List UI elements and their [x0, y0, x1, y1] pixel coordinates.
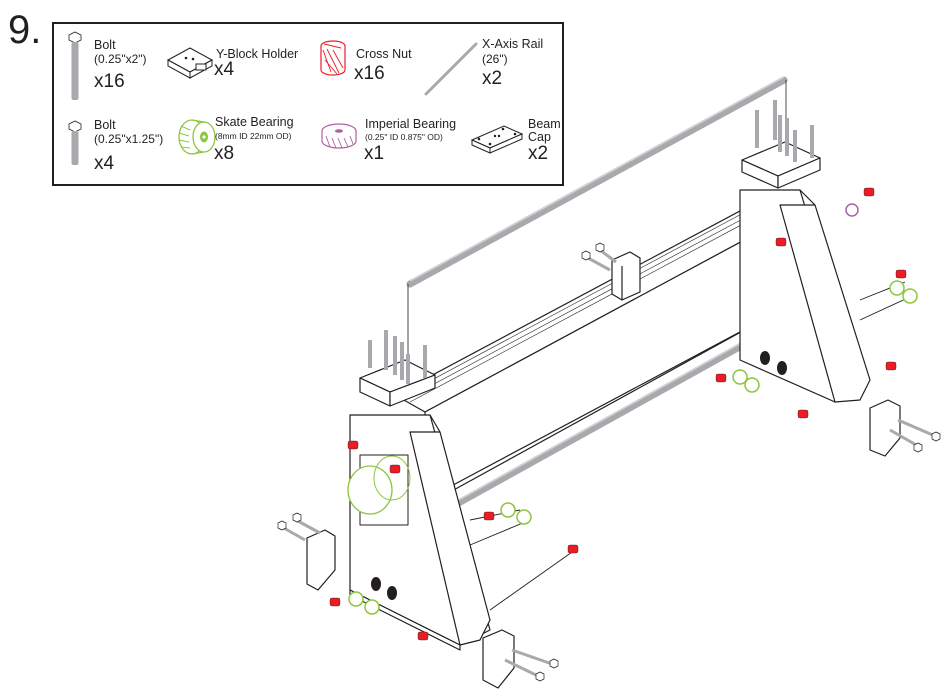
bolts-right-cap — [755, 100, 814, 162]
cross-nut — [797, 409, 809, 419]
cross-nut — [329, 597, 341, 607]
cross-nut — [885, 361, 897, 371]
part-spec: (26") — [482, 52, 508, 66]
pulley — [371, 577, 381, 591]
rail-icon — [424, 42, 478, 96]
left-motor — [347, 454, 411, 526]
cross-nut — [567, 544, 579, 554]
part-spec: (0.25"x2") — [94, 52, 147, 66]
cross-nut — [863, 187, 875, 197]
pulleys — [371, 351, 787, 600]
left-foot-front — [277, 512, 336, 591]
parts-legend: Bolt (0.25"x2") x16 Y-Block Holder x4 Cr… — [52, 22, 564, 186]
part-spec: (0.25" ID 0.875" OD) — [365, 132, 443, 142]
part-qty: x4 — [214, 59, 235, 80]
part-qty: x8 — [214, 143, 235, 164]
y-block-holder-center — [581, 242, 641, 301]
skate-bearings — [348, 280, 918, 615]
x-axis-rail-bottom — [451, 326, 774, 509]
imperial-bearing-icon — [321, 123, 357, 149]
imperial-bearing — [845, 203, 859, 217]
part-name: Cross Nut — [356, 47, 412, 61]
bolts-left-cap — [368, 330, 427, 384]
pulley — [387, 586, 397, 600]
cross-nut — [347, 440, 359, 450]
part-qty: x16 — [354, 63, 385, 84]
cross-nuts — [329, 187, 907, 641]
part-qty: x4 — [94, 153, 115, 174]
part-name: Bolt — [94, 118, 116, 132]
cross-nut — [389, 464, 401, 474]
part-qty: x16 — [94, 71, 125, 92]
part-qty: x2 — [482, 68, 503, 89]
part-name: X-Axis Rail — [482, 37, 544, 51]
beam-cap-icon — [470, 125, 524, 154]
cross-nut — [483, 511, 495, 521]
skate-bearing-icon — [178, 119, 216, 155]
beam-cap-right — [741, 141, 821, 189]
skate-bearing — [364, 599, 380, 615]
cross-nut — [895, 269, 907, 279]
beam-cap-left — [359, 359, 436, 407]
cross-nut — [417, 631, 429, 641]
skate-bearing — [732, 369, 748, 385]
skate-bearing — [516, 509, 532, 525]
skate-bearing — [500, 502, 516, 518]
skate-bearing — [889, 280, 905, 296]
right-end-plate — [739, 189, 871, 403]
cross-nut-icon — [320, 40, 346, 76]
step-number: 9. — [8, 8, 42, 52]
cross-nut — [775, 237, 787, 247]
part-name: Skate Bearing — [215, 115, 294, 129]
part-name: Beam Cap — [528, 117, 561, 144]
part-qty: x2 — [528, 143, 549, 164]
y-block-holder-icon — [166, 47, 214, 79]
hex-bolt-short-icon — [68, 120, 82, 165]
part-name: Imperial Bearing — [365, 117, 457, 131]
pulley — [760, 351, 770, 365]
pulley — [777, 361, 787, 375]
hex-bolt-long-icon — [68, 31, 82, 100]
cross-nut — [715, 373, 727, 383]
part-name: Bolt — [94, 38, 116, 52]
skate-bearing — [348, 591, 364, 607]
skate-bearing — [902, 288, 918, 304]
left-foot-rear — [482, 629, 559, 689]
part-name: Y-Block Holder — [216, 47, 299, 61]
skate-bearing — [744, 377, 760, 393]
part-spec: (0.25"x1.25") — [94, 132, 164, 146]
part-spec: (8mm ID 22mm OD) — [215, 131, 292, 141]
part-qty: x1 — [364, 143, 385, 164]
right-foot-rear — [869, 399, 941, 457]
